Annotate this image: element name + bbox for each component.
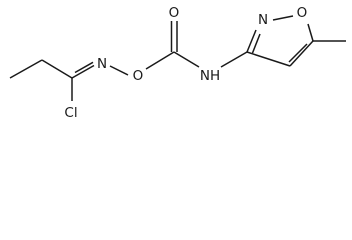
atom-label-amide-nh: NH [200,68,220,84]
bond-n-o [109,65,129,76]
atom-label-ring-oxygen: O [297,5,308,21]
bonds-group [9,15,346,101]
atom-label-imine-nitrogen: N [97,56,107,72]
bond-ch2-c-imidoyl [41,59,73,79]
bond-ch3-ch2 [9,59,43,79]
atom-label-carbonyl-oxygen: O [169,5,180,21]
atom-label-ester-oxygen: O [133,68,144,84]
atom-labels-group: Cl N O O NH N O [64,5,307,121]
bond-ring-c3-n-double-inner [251,33,261,54]
atom-label-ring-nitrogen: N [258,12,268,28]
bond-carbonyl-c-nh [173,51,200,68]
bond-ring-n-o [272,15,294,21]
bond-nh-ring-c3 [220,51,248,68]
bond-ring-o-c5 [307,23,314,42]
bond-ring-c5-c4-double-outer [289,40,314,67]
atom-label-chlorine: Cl [64,105,77,121]
chemical-structure-diagram: Cl N O O NH N O [9,5,346,121]
bond-o-carbonyl-c [145,51,175,70]
bond-ring-c4-c3 [246,51,291,67]
bond-c-n-double-inner [74,61,94,74]
bond-ring-c3-n-double-outer [246,29,257,53]
bond-ring-c5-c4-double-inner [288,43,308,63]
bond-c-n-double-outer [71,64,95,79]
